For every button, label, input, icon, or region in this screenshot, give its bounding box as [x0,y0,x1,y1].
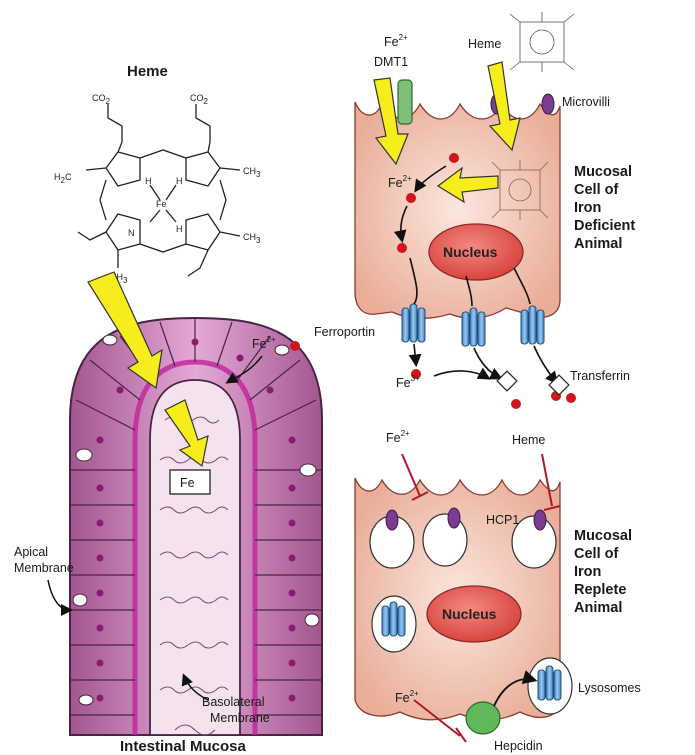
heme-molecule-icon-top [510,12,574,72]
ch3-right-top: CH3 [243,166,261,179]
apical-label-line1: Apical [14,545,48,559]
ch3-right-bottom: CH3 [243,232,261,245]
deficient-title-line-1: Mucosal [574,164,632,180]
deficient-title-line-5: Animal [574,236,622,252]
replete-title-line-1: Mucosal [574,528,632,544]
heme-bonds [78,104,240,276]
replete-fe2-top: Fe2+ [386,429,410,445]
dmt1-transporter [398,80,412,124]
deficient-microvillus-2 [542,94,554,114]
apical-pointer [48,580,70,610]
deficient-fe2-top: Fe2+ [384,33,408,49]
export-arrow-1 [414,344,416,364]
deficient-title-line-2: Cell of [574,182,618,198]
basolateral-label-line2: Membrane [210,711,270,725]
replete-hcp1-2 [448,508,460,528]
co2-right: CO2 [190,93,209,106]
h-atom-1: H [145,176,152,186]
replete-cell: Nucleus [355,478,572,734]
hepcidin-label: Hepcidin [494,739,543,753]
fe3-to-transferrin-arrow [434,371,488,378]
hepcidin-molecule [466,702,500,734]
fe-box-label: Fe [180,476,195,490]
mucosa-title: Intestinal Mucosa [120,738,247,755]
h-atom-2: H [176,176,183,186]
replete-title-line-4: Replete [574,582,626,598]
deficient-title-line-3: Iron [574,200,601,216]
hcp1-vesicle-1 [423,514,467,566]
fe-atom: Fe [156,199,167,209]
apical-label-line2: Membrane [14,561,74,575]
microvilli-label: Microvilli [562,95,610,109]
replete-nucleus-label: Nucleus [442,606,497,622]
replete-side-title: Mucosal Cell of Iron Replete Animal [574,528,632,616]
ferroportin-label: Ferroportin [314,325,375,339]
deficient-nucleus-label: Nucleus [443,244,498,260]
ferroportin-channel-2 [462,308,485,346]
intestinal-villus: Fe [70,318,322,735]
deficient-side-title: Mucosal Cell of Iron Deficient Animal [574,164,635,252]
fe3-label: Fe3+ [396,374,420,390]
h-atom-3: H [176,224,183,234]
h3c-label: H2C [54,172,72,185]
replete-title-line-3: Iron [574,564,601,580]
export-arrow-3 [534,346,556,382]
ferroportin-channel-1 [402,304,425,342]
co2-left: CO2 [92,93,111,106]
lysosome-2-ferroportin [538,666,561,700]
replete-heme-label: Heme [512,433,545,447]
lysosome-1-ferroportin [382,602,405,636]
replete-title-line-5: Animal [574,600,622,616]
mucosa-fe2-dot [290,341,300,351]
deficient-heme-label: Heme [468,37,501,51]
dmt1-label: DMT1 [374,55,408,69]
replete-hcp1-3 [534,510,546,530]
deficient-cell: Nucleus [355,12,576,409]
lysosomes-label: Lysosomes [578,681,641,695]
heme-structure: Heme [54,63,261,285]
deficient-title-line-4: Deficient [574,218,635,234]
inhibit-fe2-line [402,454,420,496]
hcp1-label: HCP1 [486,513,519,527]
transferrin-label: Transferrin [570,369,630,383]
replete-title-line-2: Cell of [574,546,618,562]
n-atom: N [128,228,135,238]
replete-hcp1-1 [386,510,398,530]
basolateral-label-line1: Basolateral [202,695,265,709]
transferrin-1 [497,371,517,391]
ferroportin-channel-3 [521,306,544,344]
heme-title: Heme [127,63,168,80]
